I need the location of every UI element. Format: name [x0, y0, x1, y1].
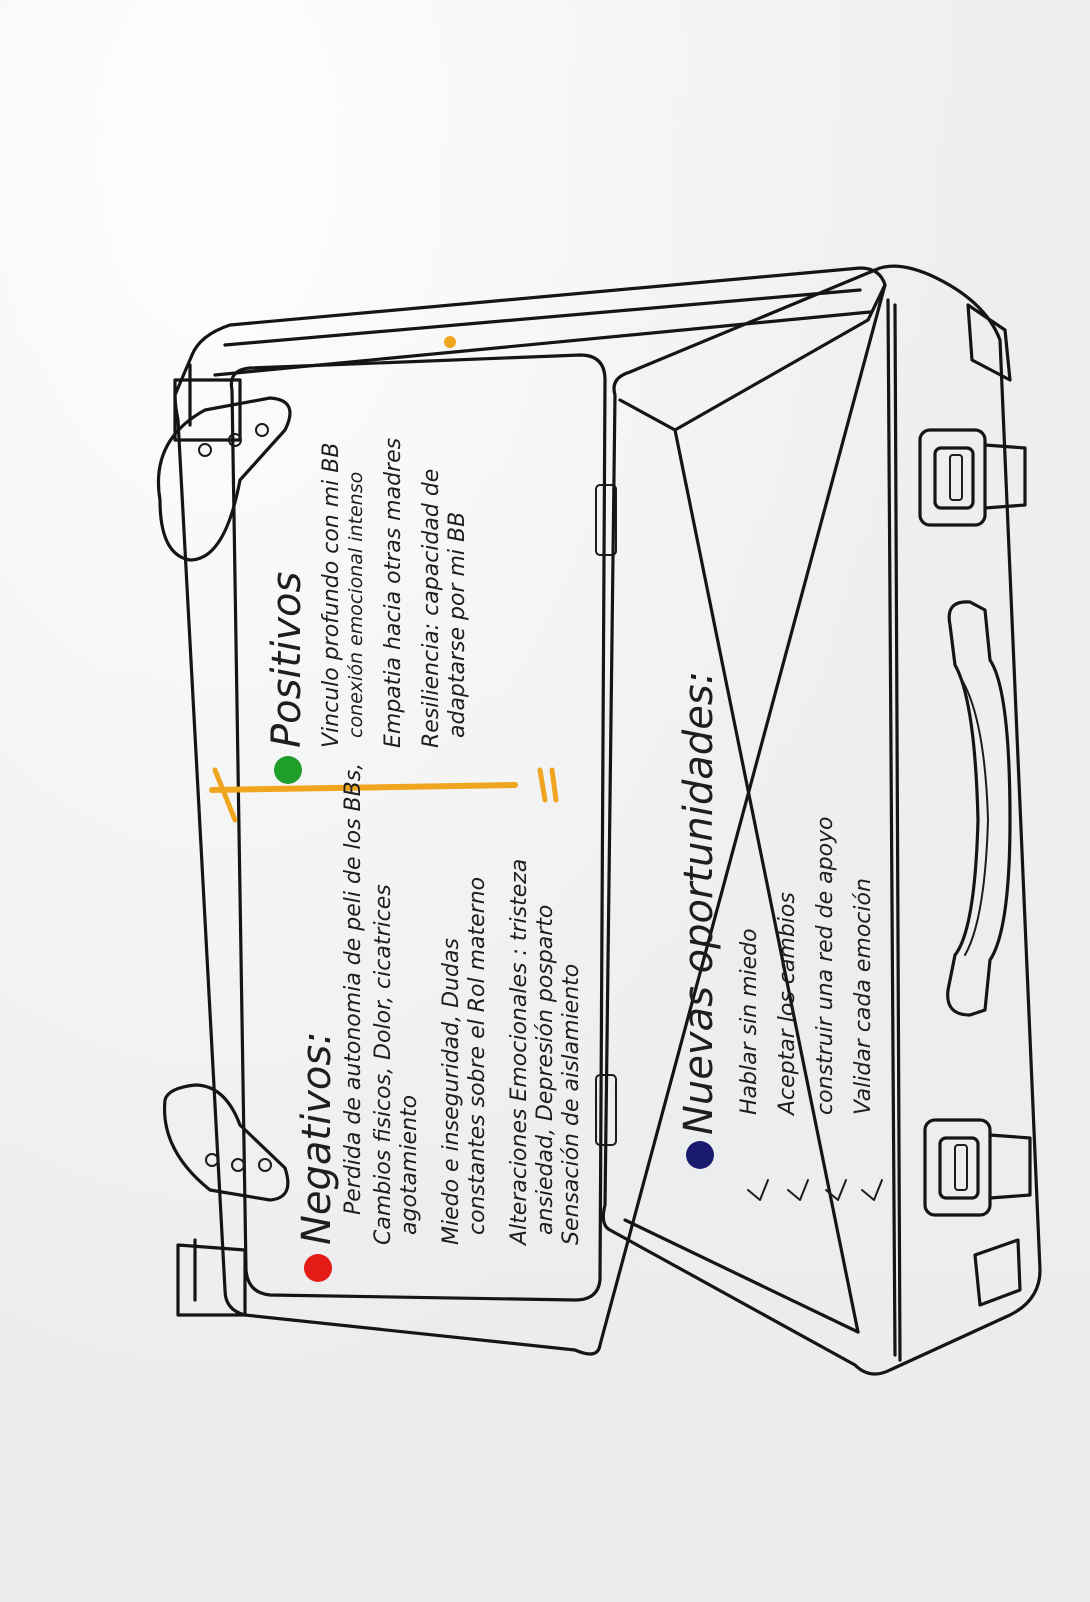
negativos-line: Alteraciones Emocionales : tristeza: [507, 859, 532, 1247]
positivos-line: Empatia hacia otras madres: [381, 438, 406, 748]
negativos-line: Miedo e inseguridad, Dudas: [439, 938, 464, 1245]
oportunidades-line: construir una red de apoyo: [813, 816, 838, 1115]
oportunidades-line: Aceptar los cambios: [775, 892, 800, 1117]
base-corner-bottom: [975, 1240, 1020, 1305]
positivos-line: Resiliencia: capacidad de: [419, 469, 444, 748]
negativos-line: ansiedad, Depresión posparto: [533, 905, 558, 1235]
latch-bottom: [925, 1120, 1030, 1215]
negativos-title: Negativos:: [294, 1031, 340, 1245]
corner-guard-top: [175, 365, 240, 440]
check-marks: [748, 1180, 882, 1200]
negativos-line: agotamiento: [397, 1095, 422, 1235]
negativos-section: Negativos: Perdida de autonomia de peli …: [294, 763, 584, 1247]
strap-bottom: [165, 1085, 288, 1200]
positivos-title: Positivos: [264, 572, 310, 748]
blue-dot: [686, 1141, 714, 1169]
latch-top: [920, 430, 1025, 525]
handle: [948, 602, 1010, 1015]
oportunidades-line: Hablar sin miedo: [737, 928, 762, 1115]
positivos-line: adaptarse por mi BB: [445, 512, 470, 738]
negativos-line: Cambios fisicos, Dolor, cicatrices: [371, 884, 396, 1245]
oportunidades-line: Validar cada emoción: [851, 878, 876, 1115]
oportunidades-title: Nuevas oportunidades:: [676, 671, 722, 1135]
positivos-line: conexión emocional intenso: [345, 472, 367, 738]
positivos-section: Positivos Vinculo profundo con mi BB con…: [264, 438, 470, 748]
corner-guard-bottom: [178, 1240, 245, 1315]
negativos-line: constantes sobre el Rol materno: [465, 877, 490, 1235]
green-dot: [274, 756, 302, 784]
positivos-line: Vinculo profundo con mi BB: [319, 443, 344, 748]
base-corner-top: [968, 305, 1010, 380]
negativos-line: Sensación de aislamiento: [559, 964, 584, 1245]
negativos-line: Perdida de autonomia de peli de los BBs,: [341, 763, 366, 1215]
red-dot: [304, 1254, 332, 1282]
oportunidades-section: Nuevas oportunidades: Hablar sin miedo A…: [676, 671, 876, 1135]
